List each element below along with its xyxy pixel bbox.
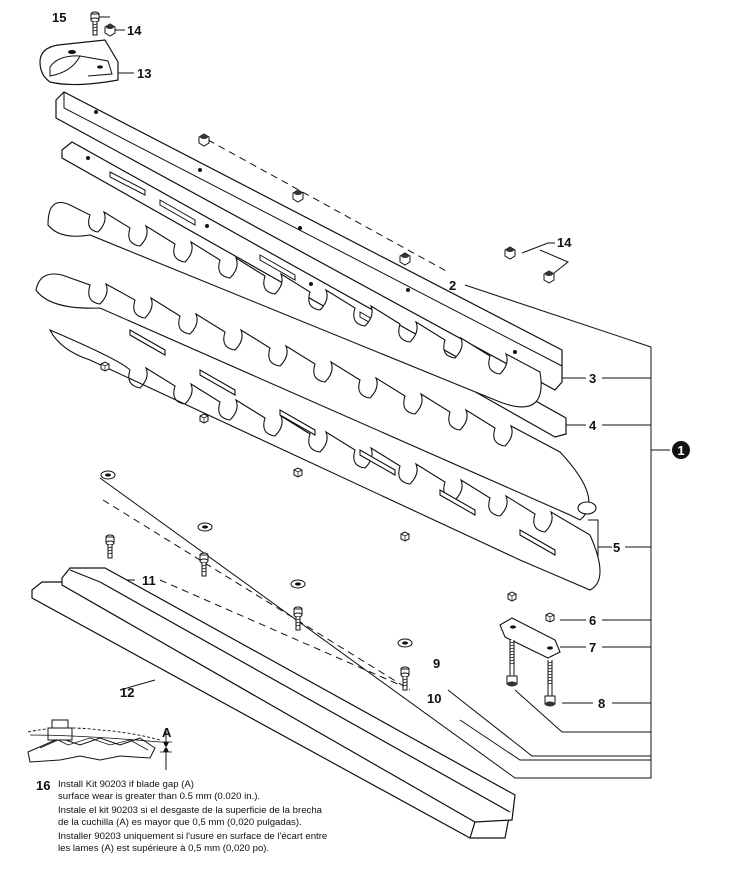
spacer-2[interactable] (199, 413, 209, 424)
label-11: 11 (142, 573, 156, 588)
label-8: 8 (598, 696, 605, 711)
label-5: 5 (613, 540, 620, 555)
label-15: 15 (52, 10, 66, 25)
spacer-1[interactable] (100, 361, 110, 372)
label-16: 16 (36, 778, 51, 793)
part-7-plate[interactable] (499, 617, 561, 659)
nut-1[interactable] (198, 133, 210, 147)
label-gap-a: A (162, 725, 172, 740)
washer-1[interactable] (100, 470, 116, 480)
gap-detail-inset (27, 719, 172, 770)
part-8-long-bolt[interactable] (544, 659, 556, 707)
part-14-nut-b[interactable] (543, 270, 555, 284)
note-en-line-1: Install Kit 90203 if blade gap (A) (58, 779, 194, 790)
note-spanish: Instale el kit 90203 si el desgaste de l… (58, 805, 358, 829)
note-fr-line-1: Installer 90203 uniquement si l'usure en… (58, 831, 328, 842)
spacer-3[interactable] (293, 467, 303, 478)
label-14-top: 14 (127, 23, 142, 38)
long-bolt-1[interactable] (506, 639, 518, 687)
label-12: 12 (120, 685, 134, 700)
part-5-blades[interactable] (35, 201, 601, 591)
spacer-5[interactable] (507, 591, 517, 602)
part-10-screw[interactable] (400, 666, 410, 691)
label-6: 6 (589, 613, 596, 628)
label-7: 7 (589, 640, 596, 655)
assembly-callout-1: 1 (672, 441, 690, 459)
washer-3[interactable] (290, 579, 306, 589)
washer-2[interactable] (197, 522, 213, 532)
label-1: 1 (677, 443, 684, 458)
part-12-guide-rail[interactable] (31, 567, 516, 839)
nut-3[interactable] (399, 252, 411, 266)
note-es-line-1: Instale el kit 90203 si el desgaste de l… (58, 805, 322, 816)
part-14-nut-top[interactable] (104, 23, 116, 37)
label-9: 9 (433, 656, 440, 671)
part-9-washer[interactable] (397, 638, 413, 648)
part-6-spacer[interactable] (545, 612, 555, 623)
label-2: 2 (449, 278, 456, 293)
part-14-nut-a[interactable] (504, 246, 516, 260)
note-es-line-2: de la cuchilla (A) es mayor que 0,5 mm (… (58, 817, 302, 828)
part-2-top-bar[interactable] (55, 91, 563, 391)
label-14-right: 14 (557, 235, 572, 250)
part-11-screw[interactable] (105, 534, 115, 559)
label-10: 10 (427, 691, 441, 706)
note-french: Installer 90203 uniquement si l'usure en… (58, 831, 358, 855)
label-13: 13 (137, 66, 151, 81)
part-15-screw[interactable] (90, 11, 100, 36)
spacer-4[interactable] (400, 531, 410, 542)
note-english: Install Kit 90203 if blade gap (A) surfa… (58, 779, 358, 803)
note-en-line-2: surface wear is greater than 0.5 mm (0.0… (58, 791, 261, 802)
label-3: 3 (589, 371, 596, 386)
part-13-bracket[interactable] (39, 39, 119, 86)
repair-kit-note: Install Kit 90203 if blade gap (A) surfa… (58, 779, 358, 857)
label-4: 4 (589, 418, 597, 433)
nut-2[interactable] (292, 189, 304, 203)
note-fr-line-2: les lames (A) est supérieure à 0,5 mm (0… (58, 843, 270, 854)
